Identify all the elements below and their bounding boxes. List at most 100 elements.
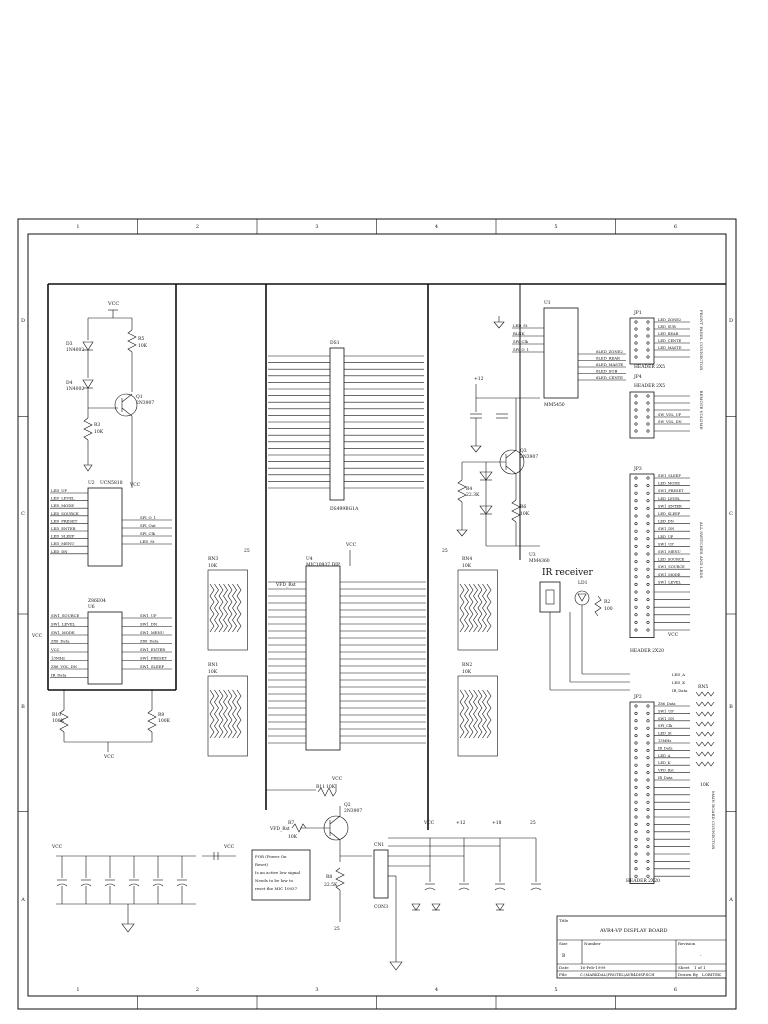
date-label: Date <box>559 965 569 970</box>
resistor-network-element <box>464 583 469 633</box>
jp1-pin <box>646 355 650 359</box>
u1-value: MM5450 <box>544 402 565 408</box>
jp2-pin <box>634 822 638 826</box>
jp2-pin <box>646 800 650 804</box>
rn3-supply-label: 25 <box>244 548 250 554</box>
jp1-pin <box>646 320 650 324</box>
resistor-network-element <box>482 689 487 739</box>
jp4-net-label: SW_VOL_DN <box>658 420 682 424</box>
jp3-pin <box>634 598 638 602</box>
resistor-r6-symbol <box>511 499 521 523</box>
jp4-pin <box>634 408 638 412</box>
jp1-pin <box>646 334 650 338</box>
border-row-label-right: B <box>729 704 733 710</box>
jp4-side-note: REMOTE VOLUME <box>699 390 704 429</box>
rn5-element <box>695 751 715 757</box>
u1-left-net-label: SPI_O_1 <box>513 347 529 352</box>
power-diode-symbol <box>431 903 441 911</box>
jp3-pin <box>646 590 650 594</box>
jp3-pin <box>634 522 638 526</box>
jp2-pin <box>634 704 638 708</box>
cn1-value: CON3 <box>374 904 388 910</box>
resistor-network-element <box>482 583 487 633</box>
jp2-pin <box>634 874 638 878</box>
jp2-pin <box>646 756 650 760</box>
resistor-network-element <box>459 689 465 739</box>
rn5-value: 10K <box>700 782 710 788</box>
u6-ref: U6 <box>88 604 95 610</box>
rn2-value: 10K <box>462 669 472 675</box>
jp2-net-label: 13MHz <box>658 739 671 743</box>
u2-right-net-label: SPI_O_1 <box>140 515 156 520</box>
jp2-pin <box>646 748 650 752</box>
jp2-net-label: SPI_Clk <box>658 724 673 728</box>
u2-value: UCN5818 <box>100 480 123 486</box>
q2-ref: Q2 <box>344 802 351 808</box>
border-row-label-left: A <box>20 897 25 903</box>
jp2-pin <box>646 704 650 708</box>
v18-bottom-label: +18 <box>492 820 502 826</box>
title-block-frame <box>556 915 727 979</box>
resistor-r2-symbol <box>594 595 602 617</box>
decoupling-cap-plate <box>80 883 92 887</box>
jp3-net-label: SW1_PRESET <box>658 489 684 493</box>
drawn-by-value: LOBITEK <box>702 972 722 977</box>
r10-r9-vcc-label: VCC <box>103 754 115 760</box>
decoupling-cap-plate <box>176 883 188 887</box>
jp2-pin <box>634 711 638 715</box>
r10-value: 100K <box>52 718 65 724</box>
jp4-value: HEADER 2X5 <box>634 383 665 389</box>
por-note-box <box>251 849 311 901</box>
rn5-element <box>695 731 715 737</box>
vcc-label: VCC <box>107 301 119 307</box>
jp1-ref: JP1 <box>633 310 642 316</box>
u4-value: MIC10937 DIP <box>306 562 340 568</box>
resistor-network-element <box>236 689 242 739</box>
jp4-pin <box>634 401 638 405</box>
resistor-network-element <box>464 689 469 739</box>
u1-ref: U1 <box>544 300 551 306</box>
revision-label: Revision <box>678 941 696 946</box>
resistor-network-body <box>457 569 498 651</box>
jp2-pin <box>634 756 638 760</box>
u1-right-net-label: 6LED_MASTE <box>596 362 623 367</box>
u1-left-net-label: BLNK <box>513 331 525 336</box>
border-col-label-bottom: 1 <box>76 987 79 993</box>
ic-u2-block: U2 UCN5818 VCC LED_UPLED_LEVELLED_MODELE… <box>50 480 172 567</box>
u1-right-net-label: 6LED_CENTE <box>596 375 623 380</box>
border-col-label-bottom: 2 <box>196 987 199 993</box>
jp3-pin <box>634 529 638 533</box>
jp2-pin <box>646 830 650 834</box>
rn4-ref: RN4 <box>462 556 472 562</box>
jp3-pin <box>634 484 638 488</box>
jp3-pin <box>646 605 650 609</box>
jp2-pin <box>646 837 650 841</box>
q1-ref: Q1 <box>136 394 143 400</box>
ic-u1-body <box>543 307 579 399</box>
ir-net-label: LED_A <box>672 672 685 677</box>
power-diode-symbol <box>411 903 421 911</box>
pull-resistors-r10-r9: R10 100K R9 100K VCC <box>52 690 171 760</box>
date-value: 16-Feb-1999 <box>580 965 606 970</box>
jp4-pin <box>634 394 638 398</box>
decoupling-capacitors: VCC VCC <box>51 844 236 933</box>
jp2-net-label: LED_A <box>658 754 671 758</box>
resistor-network-element <box>468 583 474 633</box>
r7-value: 10K <box>288 834 298 840</box>
resistor-r7-symbol <box>291 823 307 833</box>
r2-ref: R2 <box>604 599 610 605</box>
rn2-ref: RN2 <box>462 662 472 668</box>
connector-cn1-body <box>373 849 389 899</box>
jp3-pin <box>646 491 650 495</box>
sheet-label: Sheet <box>678 965 690 970</box>
resistor-network-body <box>207 569 248 651</box>
jp2-side-note: MAIN BOARD CONNECTOR <box>711 791 716 850</box>
jp2-pin <box>634 867 638 871</box>
u6-right-net-label: Z86_Data <box>140 639 159 644</box>
